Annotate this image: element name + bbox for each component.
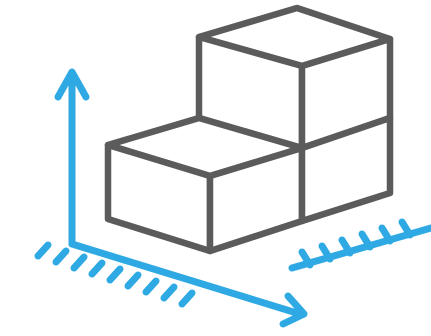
stacked-boxes <box>104 4 394 255</box>
right-floor-hatch <box>298 218 414 269</box>
coordinate-axes <box>34 68 431 328</box>
left-floor-hatch <box>34 241 196 308</box>
vertical-axis-arrowhead <box>54 68 90 101</box>
diagonal-axis-line <box>68 240 304 318</box>
diagonal-axis-arrowhead <box>279 292 308 328</box>
back-box-right-face <box>298 114 394 225</box>
